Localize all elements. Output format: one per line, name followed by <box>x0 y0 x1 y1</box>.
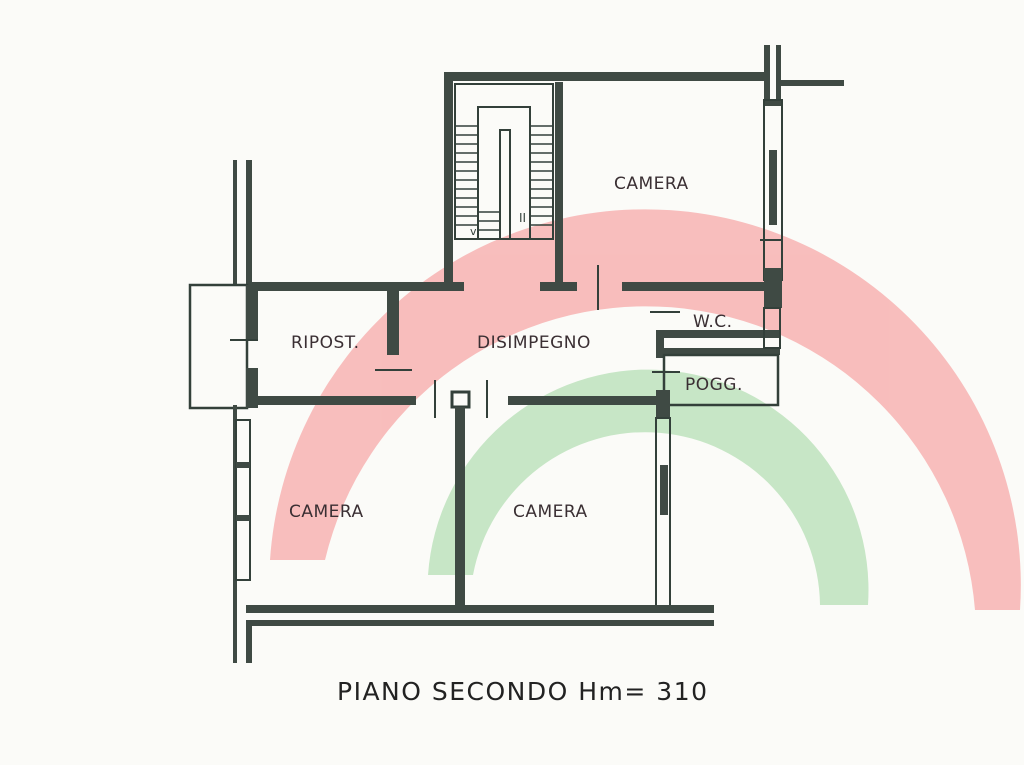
stair-up-mark: II <box>519 211 526 225</box>
room-label-disimpegno: DISIMPEGNO <box>477 333 591 353</box>
watermark-red-arc <box>270 209 1021 611</box>
plan-caption: PIANO SECONDO Hm= 310 <box>337 677 709 706</box>
stair-down-mark: v <box>470 225 477 238</box>
room-label-wc: W.C. <box>693 312 733 332</box>
stair-steps <box>455 125 553 231</box>
room-label-camera-left: CAMERA <box>289 502 364 522</box>
room-label-pogg: POGG. <box>685 375 743 395</box>
walls <box>188 45 844 663</box>
watermark-green-arc <box>428 369 869 605</box>
watermark-logo <box>270 209 1021 611</box>
door-marks <box>230 239 782 418</box>
room-label-ripost: RIPOST. <box>291 333 360 353</box>
room-label-camera-center: CAMERA <box>513 502 588 522</box>
staircase: v II <box>454 83 554 240</box>
room-label-camera-top: CAMERA <box>614 174 689 194</box>
